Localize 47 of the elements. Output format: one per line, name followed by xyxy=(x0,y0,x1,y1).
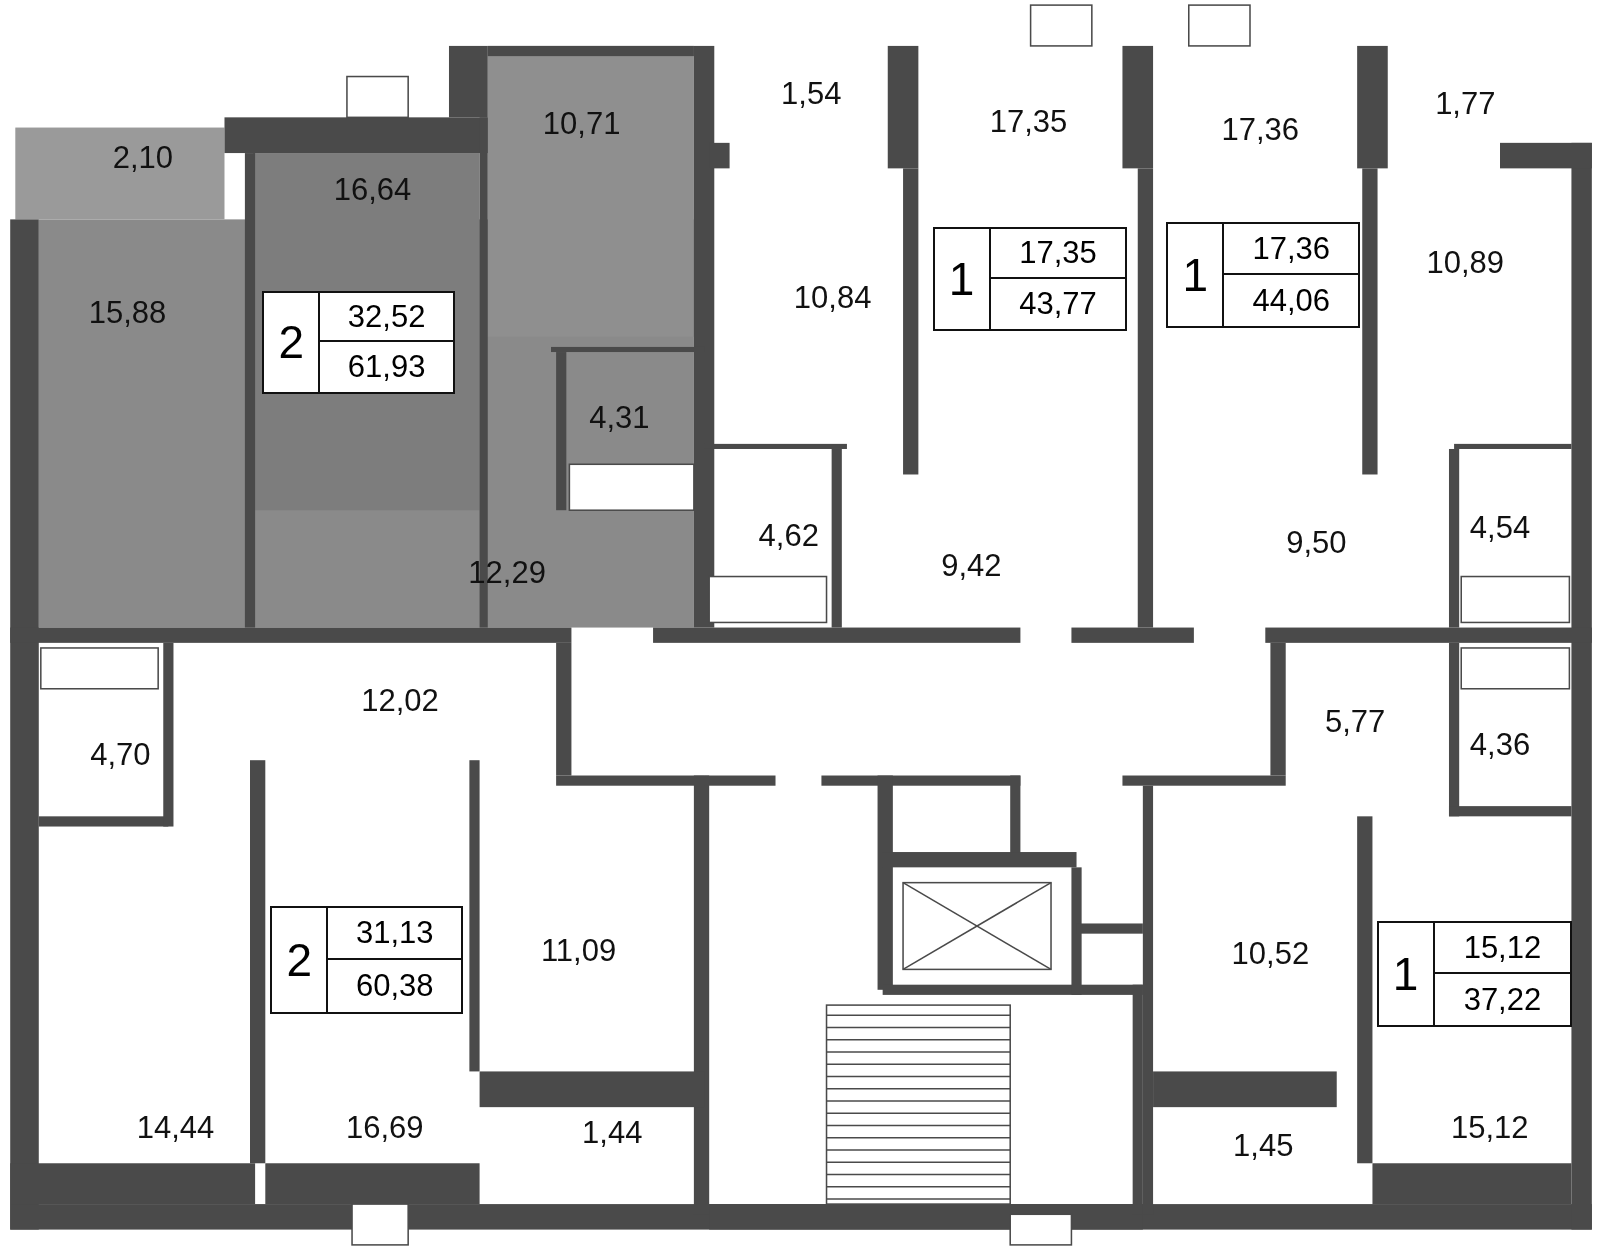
room-area: 1,77 xyxy=(1435,86,1496,123)
room-count: 2 xyxy=(264,292,321,392)
room-area: 10,71 xyxy=(542,106,621,143)
room-area: 10,89 xyxy=(1426,245,1505,282)
living-area: 31,13 xyxy=(328,908,462,961)
room-area: 10,84 xyxy=(793,279,872,316)
apartment-badge xyxy=(270,906,464,1015)
total-area: 61,93 xyxy=(320,342,453,392)
living-area: 17,36 xyxy=(1224,224,1359,276)
room-area: 9,50 xyxy=(1286,524,1347,561)
room-count: 1 xyxy=(1378,923,1435,1026)
room-area: 9,42 xyxy=(941,548,1002,585)
total-area: 37,22 xyxy=(1434,974,1571,1026)
room-count: 2 xyxy=(272,908,329,1013)
room-area: 17,35 xyxy=(989,104,1068,141)
room-area: 4,70 xyxy=(90,737,151,774)
room-area: 4,31 xyxy=(589,400,650,437)
room-area: 5,77 xyxy=(1324,704,1386,741)
room-area: 4,62 xyxy=(758,517,819,554)
room-count: 1 xyxy=(1168,224,1225,327)
room-area: 17,36 xyxy=(1221,111,1299,148)
apartment-badge xyxy=(1376,921,1573,1028)
room-area: 10,52 xyxy=(1231,936,1310,973)
living-area: 15,12 xyxy=(1434,923,1571,975)
total-area: 43,77 xyxy=(990,278,1126,329)
living-area: 17,35 xyxy=(990,228,1126,279)
room-area: 1,54 xyxy=(781,75,842,112)
room-area: 15,88 xyxy=(88,295,167,332)
room-area: 11,09 xyxy=(540,933,617,969)
room-area: 16,69 xyxy=(345,1109,424,1146)
room-area: 15,12 xyxy=(1451,1109,1529,1146)
room-area: 12,29 xyxy=(468,555,546,592)
total-area: 44,06 xyxy=(1224,275,1359,327)
room-area: 16,64 xyxy=(333,171,412,208)
apartment-badge xyxy=(932,226,1128,331)
apartment-badge xyxy=(262,290,455,394)
living-area: 32,52 xyxy=(320,292,453,343)
room-area: 1,45 xyxy=(1233,1127,1294,1164)
room-count: 1 xyxy=(934,228,991,329)
room-area: 4,36 xyxy=(1469,726,1531,763)
room-area: 1,44 xyxy=(582,1114,643,1151)
apartment-badge xyxy=(1166,222,1361,329)
room-area: 4,54 xyxy=(1469,509,1531,546)
room-area: 12,02 xyxy=(361,683,439,719)
room-area: 14,44 xyxy=(136,1109,215,1146)
total-area: 60,38 xyxy=(328,960,462,1013)
room-area: 2,10 xyxy=(112,140,173,177)
